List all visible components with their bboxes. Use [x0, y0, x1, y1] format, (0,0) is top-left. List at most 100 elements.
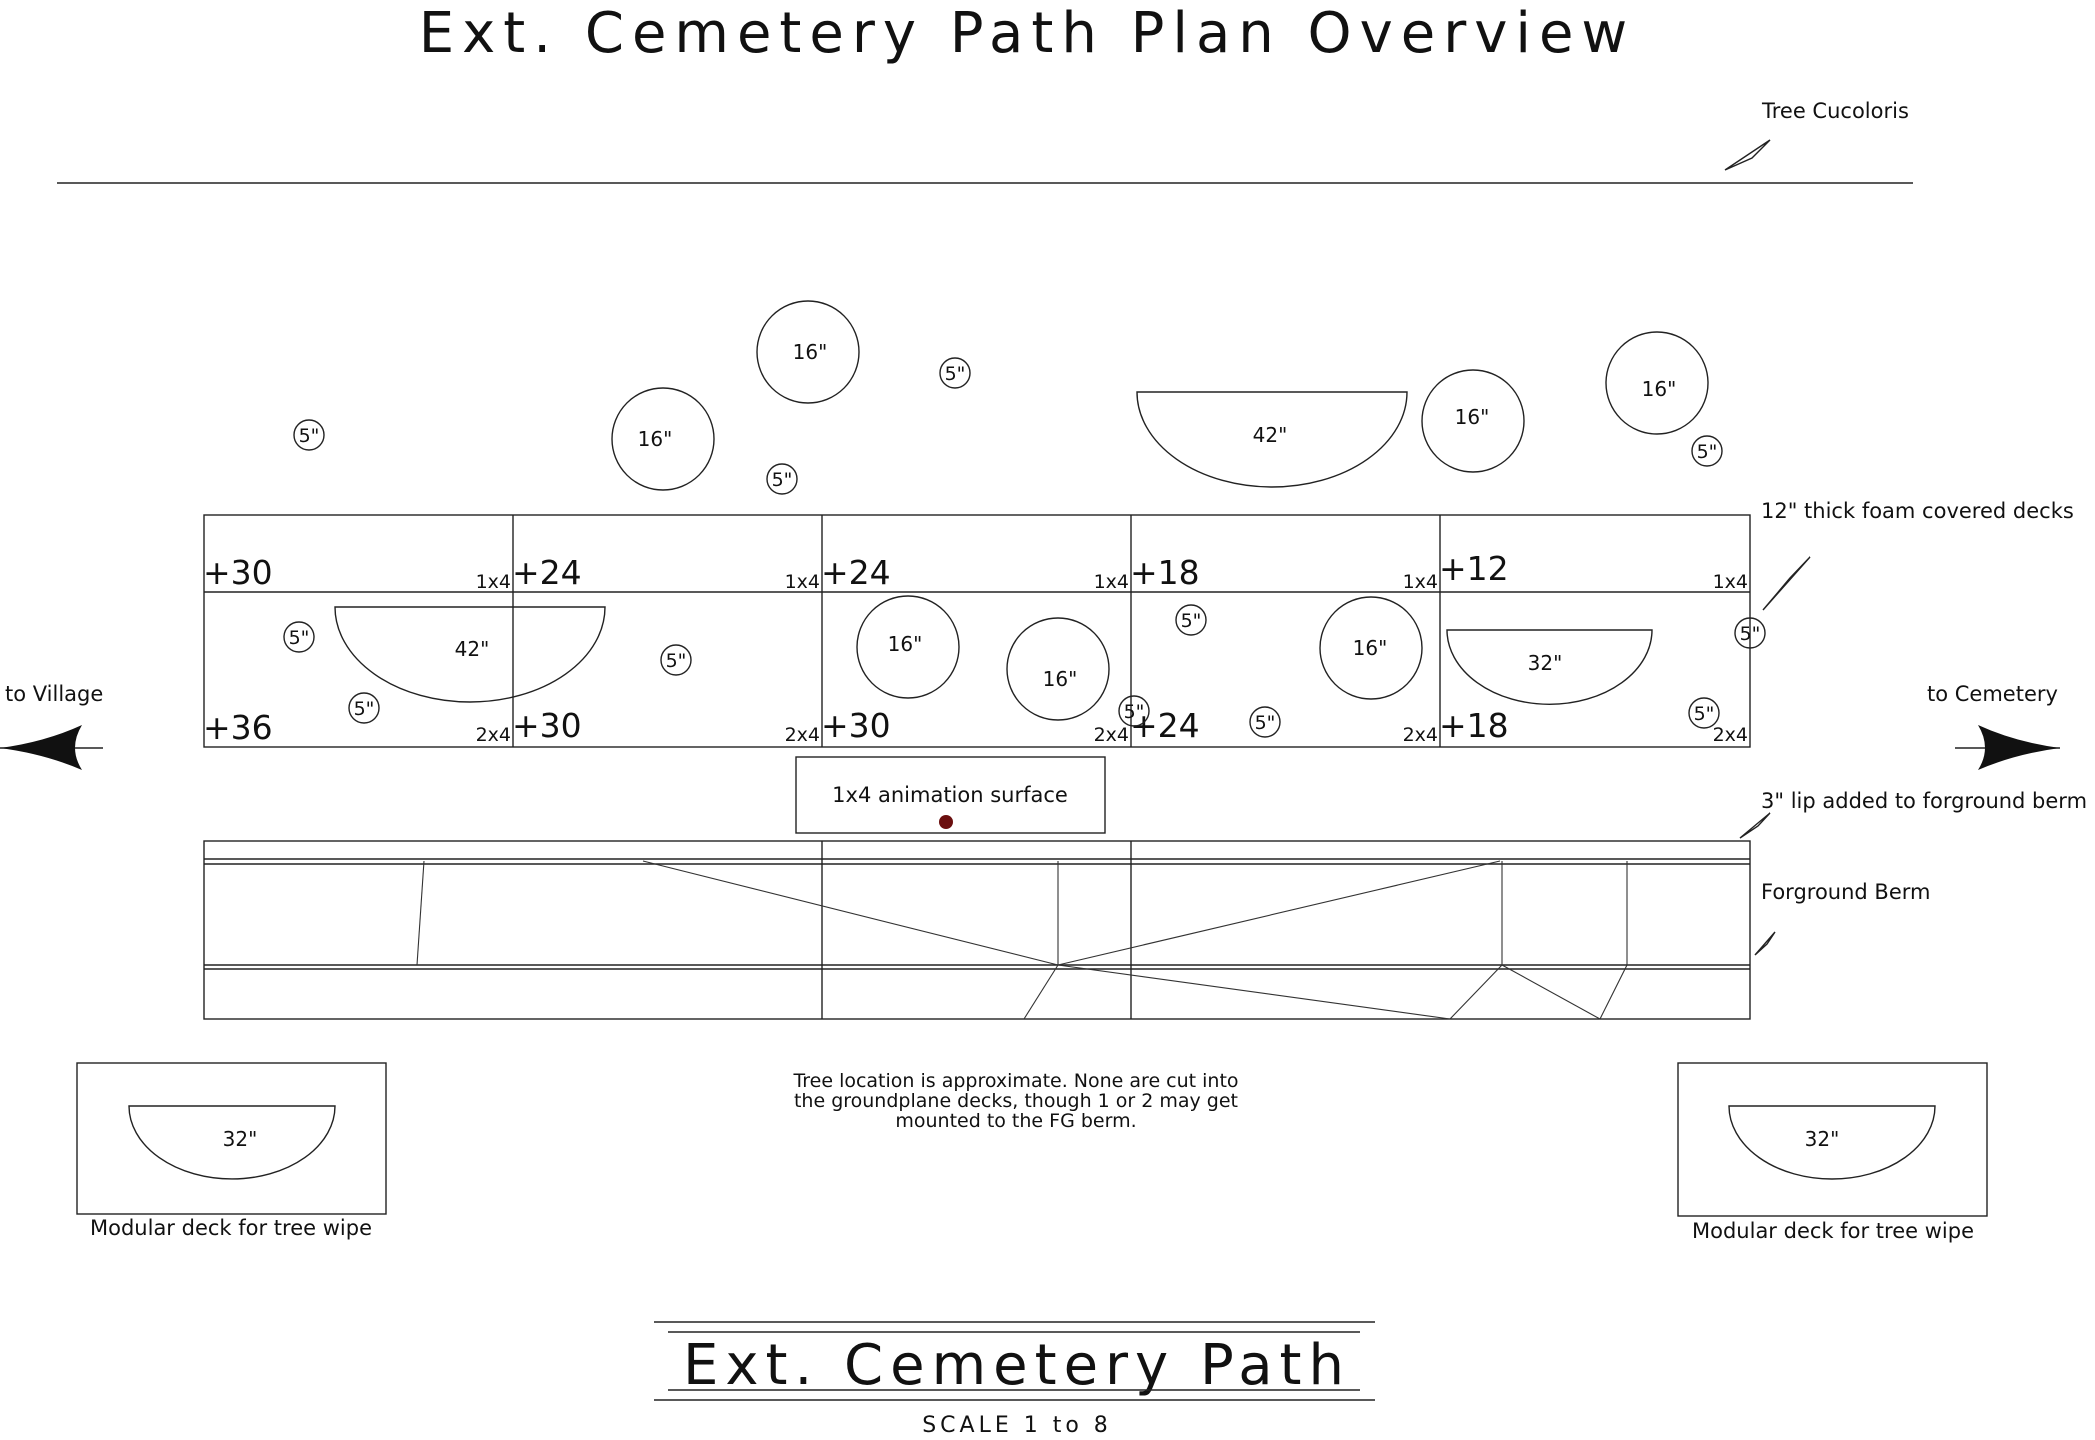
deck-elevation: +30 [512, 706, 582, 745]
tree-cucoloris-label: Tree Cucoloris [1761, 99, 1909, 123]
deck-elevation: +24 [821, 553, 891, 592]
title-block-scale: SCALE 1 to 8 [922, 1413, 1112, 1438]
tree-circle [856, 595, 960, 699]
tree-size-label: 16" [638, 427, 673, 451]
tree-circles: 16" 16" 16" 16" 5" 5" 5" 5" [293, 300, 1723, 495]
small-tree-label: 5" [945, 363, 966, 385]
tree-circle [1421, 369, 1525, 473]
small-tree-circle [939, 357, 971, 389]
deck-trees: 42" 32" 16" 16" 16" 5" 5" 5" 5" 5" 5" 5"… [283, 595, 1766, 738]
tree-circle [611, 387, 715, 491]
half-tree-label: 42" [1253, 423, 1288, 447]
note-line: mounted to the FG berm. [895, 1110, 1136, 1132]
note-line: Tree location is approximate. None are c… [792, 1070, 1238, 1092]
tree-size-label: 16" [888, 632, 923, 656]
half-tree-42-upper [1136, 391, 1408, 488]
tree-circle [1605, 331, 1709, 435]
small-tree-circle [293, 419, 325, 451]
page-title: Ext. Cemetery Path Plan Overview [419, 1, 1635, 66]
foam-decks-leader-arrow [1762, 556, 1811, 611]
small-tree-circle [660, 644, 692, 676]
small-tree-circle [766, 463, 798, 495]
deck-elevation: +30 [821, 706, 891, 745]
berm-facet [1449, 964, 1503, 1020]
small-tree-circle [1691, 435, 1723, 467]
half-tree-32-right [1728, 1105, 1936, 1180]
berm-facet [1057, 860, 1501, 966]
small-tree-label: 5" [299, 425, 320, 447]
to-village-label: to Village [5, 682, 103, 706]
groundplane-decks: +30 1x4 +24 1x4 +24 1x4 +18 1x4 +12 1x4 … [203, 514, 1751, 748]
deck-size: 2x4 [1713, 724, 1748, 746]
small-tree-circle [1688, 697, 1720, 729]
lip-label: 3" lip added to forground berm [1761, 789, 2087, 813]
berm-outline [203, 840, 1751, 1020]
deck-elevation: +24 [1130, 706, 1200, 745]
half-tree-label: 32" [223, 1127, 258, 1151]
deck-size: 1x4 [1403, 571, 1438, 593]
half-tree-32-deck [1446, 629, 1653, 706]
tree-size-label: 16" [793, 340, 828, 364]
half-tree-42-deck [334, 606, 606, 703]
small-tree-label: 5" [1255, 712, 1276, 734]
berm-facet [1599, 964, 1628, 1020]
berm-label: Forground Berm [1761, 880, 1930, 904]
tree-size-label: 16" [1642, 377, 1677, 401]
berm-facet [1501, 964, 1601, 1020]
title-block-name: Ext. Cemetery Path [683, 1333, 1351, 1398]
small-tree-label: 5" [666, 650, 687, 672]
tree-circle [1319, 596, 1423, 700]
deck-size: 1x4 [1094, 571, 1129, 593]
lip-leader-arrow [1739, 812, 1771, 839]
small-tree-label: 5" [289, 627, 310, 649]
berm-facet [1023, 964, 1059, 1020]
deck-size: 1x4 [476, 571, 511, 593]
tree-size-label: 16" [1455, 405, 1490, 429]
tree-circle [756, 300, 860, 404]
small-tree-circle [348, 692, 380, 724]
half-tree-label: 32" [1805, 1127, 1840, 1151]
animation-surface [795, 756, 1106, 834]
berm-leader-arrow [1754, 931, 1776, 956]
deck-elevation: +36 [203, 708, 273, 747]
small-tree-label: 5" [1694, 703, 1715, 725]
modular-deck-left [76, 1062, 387, 1215]
modular-deck-left-label: Modular deck for tree wipe [90, 1216, 372, 1240]
berm-facet [416, 860, 425, 966]
small-tree-label: 5" [1181, 610, 1202, 632]
small-tree-circle [1734, 617, 1766, 649]
small-tree-circle [1118, 695, 1150, 727]
deck-size: 1x4 [785, 571, 820, 593]
foam-decks-label: 12" thick foam covered decks [1761, 499, 2074, 523]
small-tree-label: 5" [354, 698, 375, 720]
deck-size: 2x4 [1403, 724, 1438, 746]
modular-deck-right [1677, 1062, 1988, 1217]
deck-size: 1x4 [1713, 571, 1748, 593]
animation-surface-label: 1x4 animation surface [832, 783, 1068, 807]
deck-elevation: +12 [1439, 549, 1509, 588]
berm-facet [1057, 964, 1451, 1020]
deck-size: 2x4 [476, 724, 511, 746]
small-tree-circle [1175, 604, 1207, 636]
cucoloris-leader-arrow [1724, 139, 1771, 171]
small-tree-circle [1249, 706, 1281, 738]
modular-deck-right-label: Modular deck for tree wipe [1692, 1219, 1974, 1243]
deck-elevation: +18 [1439, 706, 1509, 745]
deck-outline [203, 514, 1751, 748]
half-tree-label: 32" [1528, 651, 1563, 675]
deck-size: 2x4 [785, 724, 820, 746]
foreground-berm [203, 840, 1751, 1020]
deck-size: 2x4 [1094, 724, 1129, 746]
village-arrow-head [0, 725, 82, 770]
small-tree-circle [283, 621, 315, 653]
berm-facet [642, 860, 1059, 966]
tree-size-label: 16" [1353, 636, 1388, 660]
to-cemetery-label: to Cemetery [1927, 682, 2058, 706]
small-tree-label: 5" [1124, 701, 1145, 723]
tree-circle [1006, 617, 1110, 721]
small-tree-label: 5" [772, 469, 793, 491]
deck-elevation: +24 [512, 553, 582, 592]
note-line: the groundplane decks, though 1 or 2 may… [794, 1090, 1238, 1112]
